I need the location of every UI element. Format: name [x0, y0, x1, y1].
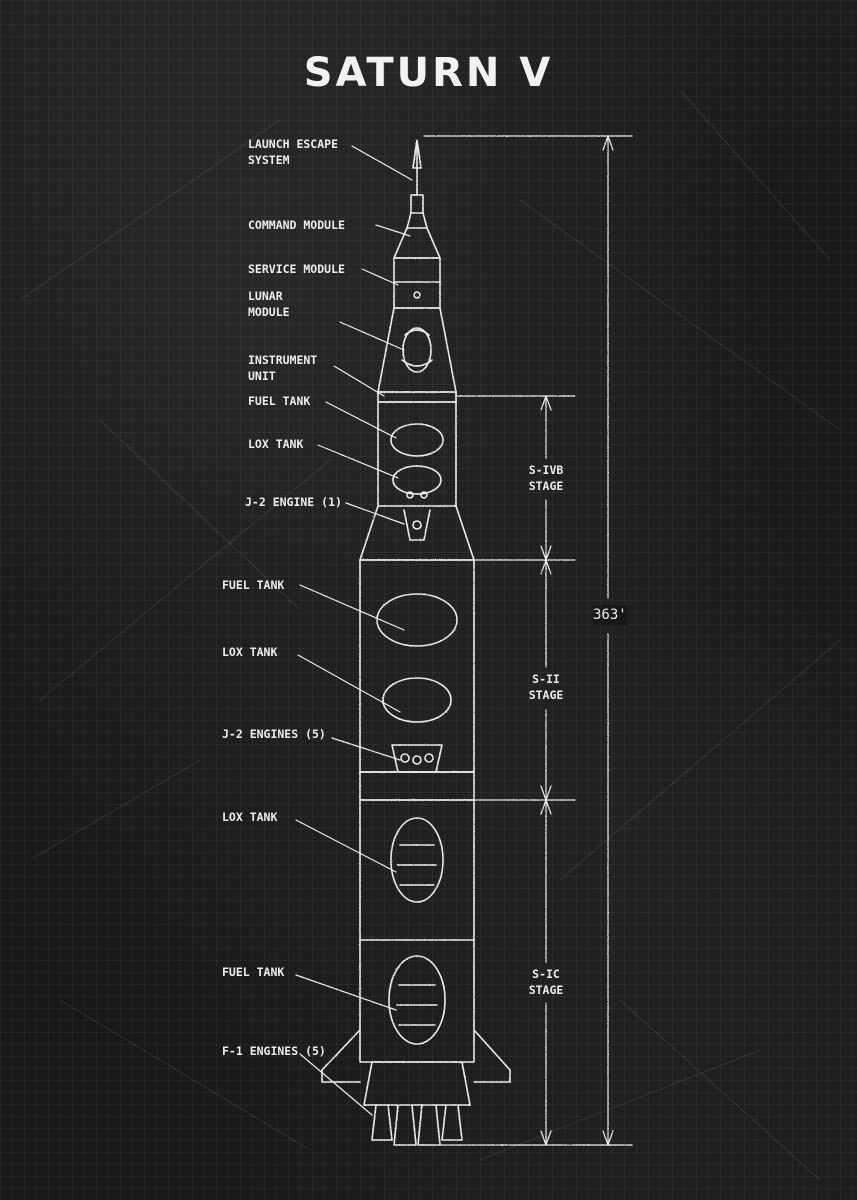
s-ii-stage — [359, 559, 475, 773]
label-f1-engines: F-1 ENGINES (5) — [222, 1044, 326, 1058]
label-fuel-tank-sic: FUEL TANK — [222, 965, 285, 979]
service-module — [393, 257, 441, 309]
dimension-lines — [423, 135, 633, 1146]
label-launch-escape-system: LAUNCH ESCAPE SYSTEM — [248, 137, 339, 167]
label-total-height: 363' — [593, 605, 627, 625]
label-j2-engine-single: J-2 ENGINE (1) — [245, 495, 342, 509]
s-ivb-stage — [359, 401, 475, 561]
fin-left — [321, 1029, 361, 1083]
launch-escape-tower — [406, 139, 428, 229]
s-ic-stage — [359, 799, 475, 1063]
leader-lines — [295, 145, 413, 1116]
label-stage-s-ii: S-II STAGE — [528, 672, 564, 702]
label-j2-engines-five: J-2 ENGINES (5) — [222, 727, 326, 741]
fin-right — [473, 1029, 511, 1083]
page-title: SATURN V — [303, 50, 554, 96]
label-instrument-unit: INSTRUMENT UNIT — [248, 353, 318, 383]
instrument-unit — [377, 391, 457, 403]
label-lox-tank-sivb: LOX TANK — [248, 437, 304, 451]
label-service-module: SERVICE MODULE — [248, 262, 345, 276]
label-command-module: COMMAND MODULE — [248, 218, 345, 232]
label-stage-s-ivb: S-IVB STAGE — [528, 463, 564, 493]
label-fuel-tank-sii: FUEL TANK — [222, 578, 285, 592]
lm-adapter — [377, 307, 457, 393]
scratch-marks — [19, 89, 841, 1181]
interstage — [359, 771, 475, 801]
f1-engines — [363, 1061, 471, 1146]
label-lox-tank-sii: LOX TANK — [222, 645, 278, 659]
label-stage-s-ic: S-IC STAGE — [528, 967, 564, 997]
label-fuel-tank-sivb: FUEL TANK — [248, 394, 311, 408]
label-lox-tank-sic: LOX TANK — [222, 810, 278, 824]
label-lunar-module: LUNAR MODULE — [248, 289, 290, 319]
